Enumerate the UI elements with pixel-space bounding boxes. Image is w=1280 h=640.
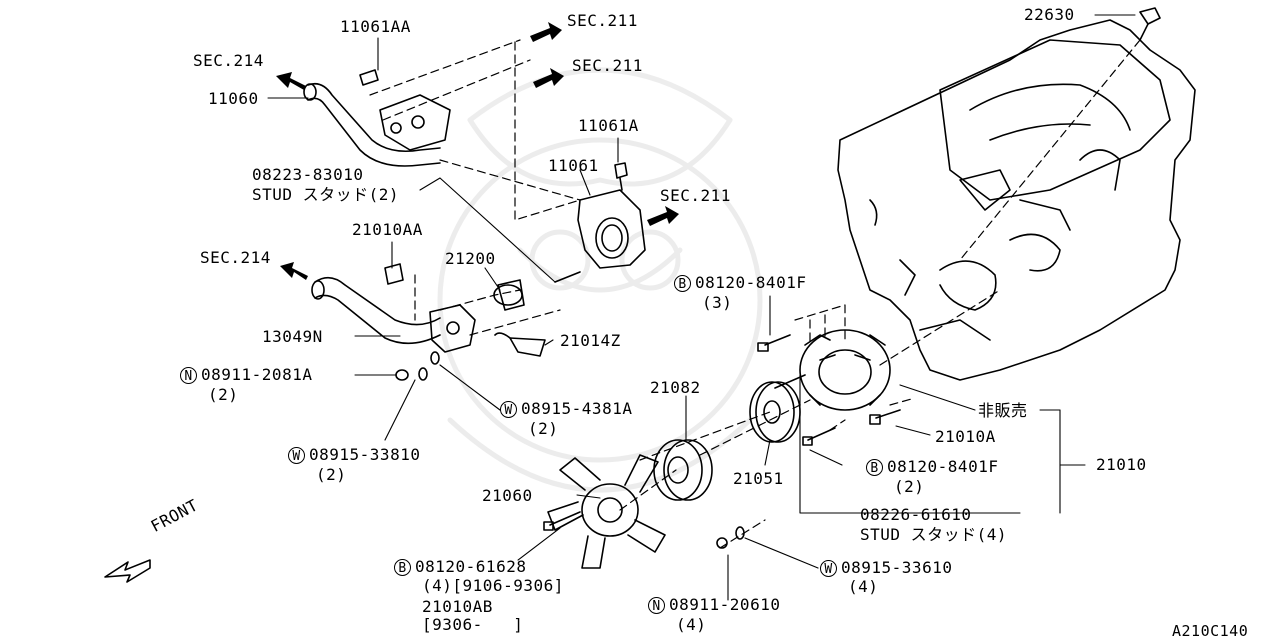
diagram-id: A210C140 xyxy=(1172,622,1249,640)
fan-21060 xyxy=(547,454,666,569)
label-sec211-a: SEC.211 xyxy=(567,11,638,30)
water-pump xyxy=(799,329,891,411)
alignment-lines xyxy=(369,39,1141,549)
pulley-21051 xyxy=(749,381,801,443)
bolt-symbol: B xyxy=(674,275,691,292)
hose-13049N xyxy=(311,263,476,353)
label-21010AB-date: [9306- ] xyxy=(422,615,524,634)
label-21010: 21010 xyxy=(1096,455,1147,474)
label-08120a-number: 08120-8401F xyxy=(695,273,807,292)
nut-symbol: N xyxy=(648,597,665,614)
label-11061AA: 11061AA xyxy=(340,17,411,36)
label-21051: 21051 xyxy=(733,469,784,488)
label-08915b-number: 08915-33810 xyxy=(309,445,421,464)
label-08120a-qty: (3) xyxy=(702,293,733,312)
washer-symbol: W xyxy=(500,401,517,418)
label-21200: 21200 xyxy=(445,249,496,268)
thermo-switch-21014Z xyxy=(494,332,546,357)
label-sec211-c: SEC.211 xyxy=(660,186,731,205)
label-08120b-qty: (4)[9106-9306] xyxy=(422,576,564,595)
label-08915c-qty: (4) xyxy=(848,577,879,596)
label-21060: 21060 xyxy=(482,486,533,505)
label-08915a-number: 08915-4381A xyxy=(521,399,633,418)
watermark-emblem xyxy=(437,67,763,493)
thermostat-housing-11061 xyxy=(577,162,646,269)
label-08915b-qty: (2) xyxy=(316,465,347,484)
label-13049N: 13049N xyxy=(262,327,323,346)
front-arrow xyxy=(104,559,151,583)
label-08915a-qty: (2) xyxy=(528,419,559,438)
washer-symbol: W xyxy=(288,447,305,464)
label-11060: 11060 xyxy=(208,89,259,108)
label-sec214-b: SEC.214 xyxy=(200,248,271,267)
label-08226-desc: STUD スタッド(4) xyxy=(860,525,1008,544)
bolt-symbol: B xyxy=(866,459,883,476)
label-08120b-number: 08120-61628 xyxy=(415,557,527,576)
label-21010A: 21010A xyxy=(935,427,996,446)
label-08915c-number: 08915-33610 xyxy=(841,558,953,577)
label-11061A: 11061A xyxy=(578,116,639,135)
label-21010AA: 21010AA xyxy=(352,220,423,239)
bolt-symbol: B xyxy=(394,559,411,576)
label-21082: 21082 xyxy=(650,378,701,397)
label-21014Z: 21014Z xyxy=(560,331,621,350)
label-08911a-qty: (2) xyxy=(208,385,239,404)
label-sec214-a: SEC.214 xyxy=(193,51,264,70)
sensor-22630 xyxy=(1139,7,1161,41)
section-arrows xyxy=(276,22,679,280)
label-08223-desc: STUD スタッド(2) xyxy=(252,185,400,204)
label-sec211-b: SEC.211 xyxy=(572,56,643,75)
label-11061: 11061 xyxy=(548,156,599,175)
label-08911b-number: 08911-20610 xyxy=(669,595,781,614)
engine-block xyxy=(837,19,1196,381)
label-08120c-number: 08120-8401F xyxy=(887,457,999,476)
washer-symbol: W xyxy=(820,560,837,577)
hose-11060 xyxy=(303,69,451,167)
label-22630: 22630 xyxy=(1024,5,1075,24)
label-08120c-qty: (2) xyxy=(894,477,925,496)
nut-symbol: N xyxy=(180,367,197,384)
leader-lines xyxy=(267,14,1136,601)
label-21010AB: 21010AB xyxy=(422,597,493,616)
label-08226: 08226-61610 xyxy=(860,505,972,524)
label-08911b-qty: (4) xyxy=(676,615,707,634)
label-not-sold: 非販売 xyxy=(978,401,1028,420)
label-08223: 08223-83010 xyxy=(252,165,364,184)
label-08911a-number: 08911-2081A xyxy=(201,365,313,384)
